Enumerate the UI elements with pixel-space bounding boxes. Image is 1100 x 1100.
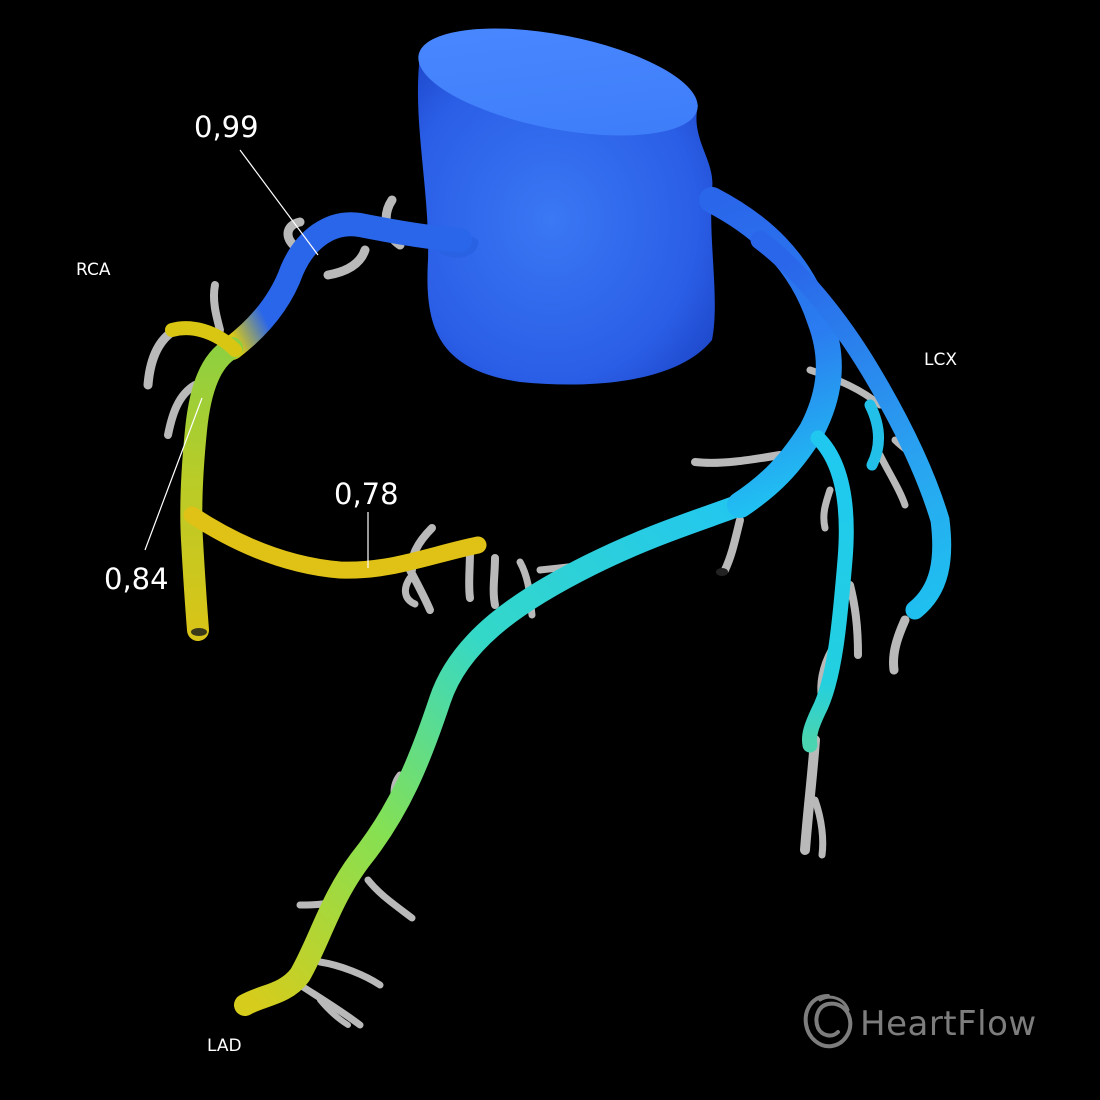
- lcx-small-branch: [864, 399, 885, 471]
- rca-mid-branch: [183, 506, 487, 579]
- aorta: [417, 28, 715, 385]
- ffr-value-mid-rca: 0,78: [334, 477, 399, 511]
- lcx-label: LCX: [924, 350, 957, 370]
- diagonal-branch: [802, 430, 854, 753]
- lad-vessel: [234, 494, 751, 1016]
- watermark-text: HeartFlow: [860, 1004, 1037, 1044]
- ffr-value-rca-branch: 0,84: [104, 562, 169, 596]
- branch-end-cap: [716, 568, 728, 576]
- ffr-value-upper-rca: 0,99: [194, 110, 259, 144]
- heartflow-logo-icon: [803, 994, 853, 1049]
- lcx-marginal-branch: [750, 230, 952, 620]
- rca-distal-cap: [191, 628, 207, 636]
- rca-proximal-segment: [220, 212, 472, 360]
- annotation-leaders: [144, 149, 369, 568]
- heartflow-watermark: HeartFlow: [800, 990, 1060, 1060]
- rca-trunk: [180, 337, 243, 641]
- rca-label: RCA: [76, 260, 111, 280]
- lad-label: LAD: [207, 1036, 242, 1056]
- rca-upper-curl: [165, 321, 242, 357]
